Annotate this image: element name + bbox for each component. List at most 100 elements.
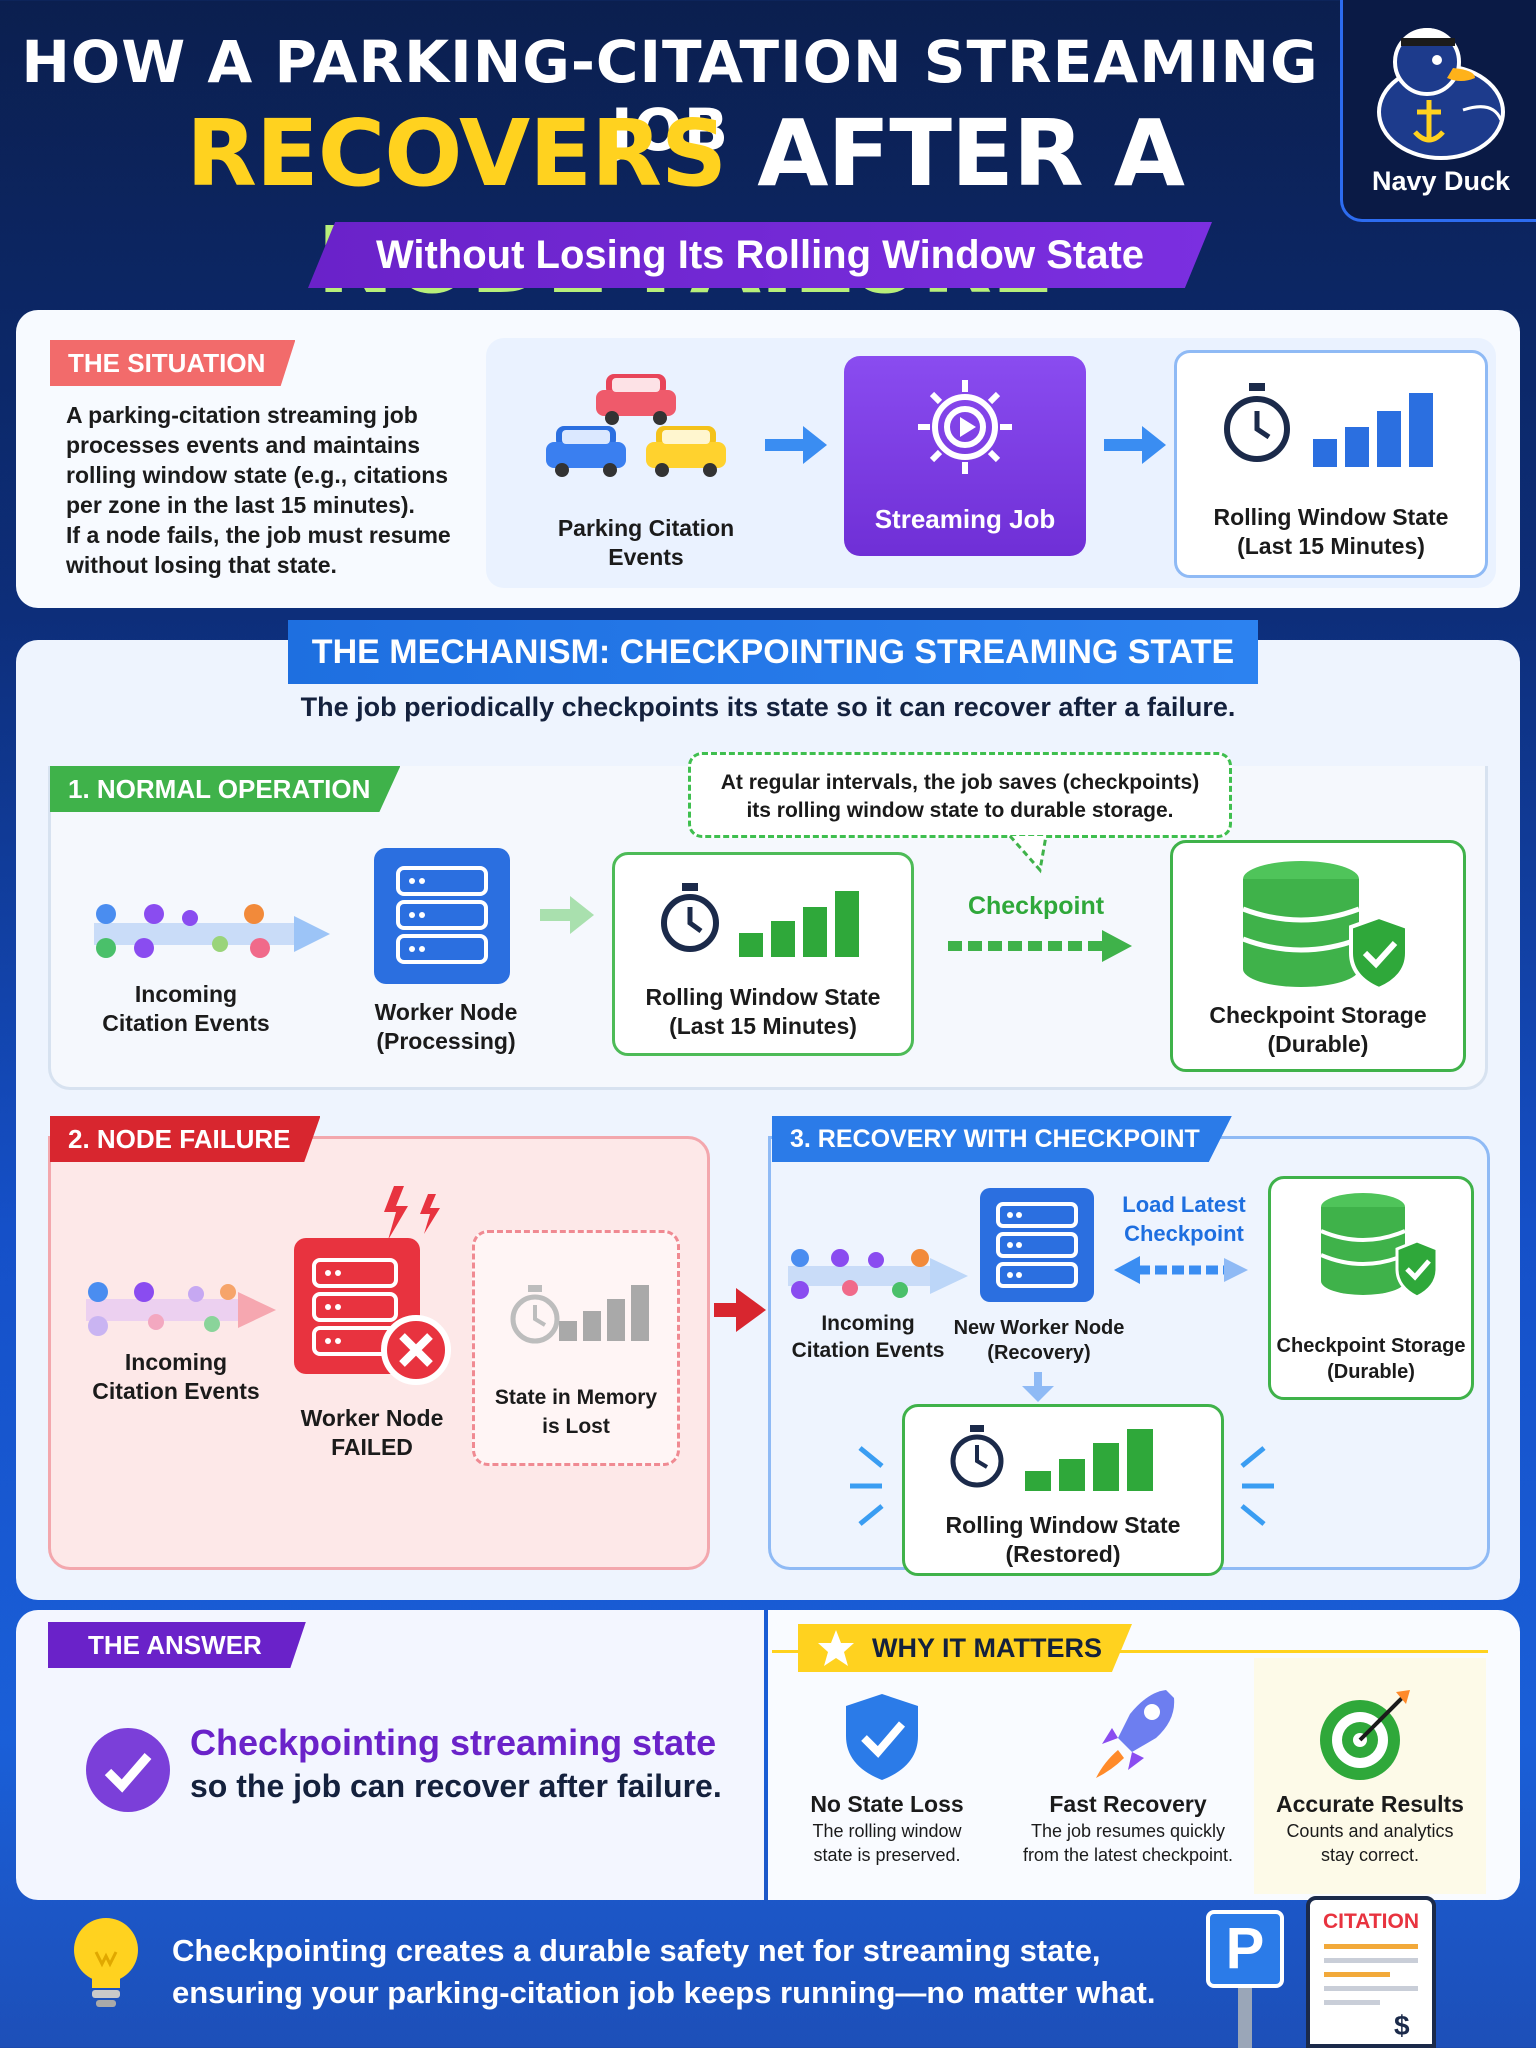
recovery-worker-label: New Worker Node (Recovery) bbox=[944, 1316, 1134, 1366]
parking-sign-face: P bbox=[1206, 1910, 1284, 1988]
why-item-3-desc-1: Counts and analytics bbox=[1286, 1821, 1454, 1841]
why-item-1: No State Loss The rolling window state i… bbox=[768, 1790, 1006, 1867]
why-item-2-desc-1: The job resumes quickly bbox=[1030, 1821, 1226, 1841]
checkpoint-label: Checkpoint bbox=[967, 892, 1105, 920]
parking-sign: P bbox=[1206, 1910, 1284, 2048]
recovery-worker-label-1: New Worker Node bbox=[953, 1317, 1125, 1339]
database-shield-icon bbox=[1320, 1193, 1439, 1299]
normal-incoming-label: Incoming Citation Events bbox=[86, 980, 286, 1038]
glow-lines-left-icon bbox=[850, 1446, 884, 1526]
rolling-window-label-1: Rolling Window State bbox=[1213, 504, 1449, 530]
faded-bar-chart-icon bbox=[559, 1285, 649, 1341]
restored-state-label: Rolling Window State (Restored) bbox=[905, 1511, 1221, 1569]
title-after-a: AFTER A bbox=[726, 100, 1185, 207]
situation-line-5: If a node fails, the job must resume bbox=[66, 522, 451, 548]
arrow-right-icon bbox=[1104, 426, 1166, 464]
normal-incoming-label-1: Incoming bbox=[134, 981, 238, 1007]
answer-line-1: Checkpointing streaming state bbox=[190, 1722, 717, 1763]
stopwatch-icon bbox=[1224, 383, 1290, 462]
answer-tag: THE ANSWER bbox=[48, 1622, 306, 1668]
why-tag-bg bbox=[798, 1624, 1132, 1672]
failure-incoming-label: Incoming Citation Events bbox=[76, 1348, 276, 1406]
rolling-window-box: Rolling Window State (Last 15 Minutes) bbox=[1174, 350, 1488, 578]
restored-state-label-2: (Restored) bbox=[1005, 1541, 1121, 1567]
failure-worker-label: Worker Node FAILED bbox=[272, 1404, 472, 1462]
normal-state-box: Rolling Window State (Last 15 Minutes) bbox=[612, 852, 914, 1056]
glow-lines-right-icon bbox=[1240, 1446, 1274, 1526]
load-checkpoint-label: Load Latest Checkpoint bbox=[1114, 1190, 1254, 1248]
normal-state-label-2: (Last 15 Minutes) bbox=[669, 1013, 857, 1039]
mechanism-panel: THE MECHANISM: CHECKPOINTING STREAMING S… bbox=[16, 620, 1520, 1600]
why-item-1-title: No State Loss bbox=[810, 1791, 964, 1817]
failure-incoming-label-1: Incoming bbox=[124, 1349, 228, 1375]
lightning-icon bbox=[384, 1186, 440, 1240]
normal-worker-label: Worker Node (Processing) bbox=[346, 998, 546, 1056]
why-underline bbox=[772, 1650, 1488, 1653]
ticket-title: CITATION bbox=[1322, 1910, 1420, 1933]
footer-text: Checkpointing creates a durable safety n… bbox=[172, 1930, 1172, 2014]
load-checkpoint-label-2: Checkpoint bbox=[1124, 1221, 1244, 1246]
restored-state-box: Rolling Window State (Restored) bbox=[902, 1404, 1224, 1576]
recovery-incoming-label: Incoming Citation Events bbox=[778, 1310, 958, 1364]
lightbulb-icon bbox=[74, 1918, 138, 2007]
stopwatch-icon bbox=[950, 1425, 1004, 1488]
checkpoint-arrow-icon bbox=[948, 930, 1132, 962]
failure-incoming-label-2: Citation Events bbox=[92, 1378, 260, 1404]
recovery-storage-label: Checkpoint Storage (Durable) bbox=[1271, 1333, 1471, 1385]
why-item-2: Fast Recovery The job resumes quickly fr… bbox=[1002, 1790, 1254, 1867]
answer-line-2: so the job can recover after failure. bbox=[190, 1768, 722, 1804]
footer-line-1: Checkpointing creates a durable safety n… bbox=[172, 1933, 1101, 1968]
load-checkpoint-label-1: Load Latest bbox=[1122, 1192, 1246, 1217]
why-item-2-desc-2: from the latest checkpoint. bbox=[1022, 1845, 1234, 1865]
arrow-down-icon bbox=[1022, 1372, 1054, 1402]
subtitle-banner: Without Losing Its Rolling Window State bbox=[308, 222, 1212, 288]
events-label-1: Parking Citation bbox=[557, 515, 735, 541]
footer-line-2: ensuring your parking-citation job keeps… bbox=[172, 1975, 1156, 2010]
recovery-incoming-label-1: Incoming bbox=[821, 1312, 915, 1335]
citation-ticket: CITATION $ bbox=[1306, 1896, 1436, 2048]
situation-panel: THE SITUATION A parking-citation streami… bbox=[16, 310, 1520, 608]
rolling-window-label: Rolling Window State (Last 15 Minutes) bbox=[1177, 503, 1485, 561]
situation-text: A parking-citation streaming job process… bbox=[66, 400, 486, 580]
recovery-tag: 3. RECOVERY WITH CHECKPOINT bbox=[772, 1116, 1232, 1162]
lost-state-label-1: State in Memory bbox=[494, 1386, 658, 1409]
ticket-lines bbox=[1324, 1944, 1418, 2005]
normal-operation-tag: 1. NORMAL OPERATION bbox=[50, 766, 401, 812]
server-icon bbox=[374, 848, 510, 984]
normal-state-label: Rolling Window State (Last 15 Minutes) bbox=[615, 983, 911, 1041]
bar-chart-icon bbox=[1313, 393, 1433, 467]
rolling-window-label-2: (Last 15 Minutes) bbox=[1237, 533, 1425, 559]
gear-play-icon bbox=[918, 380, 1012, 474]
event-dots-icon bbox=[94, 904, 330, 958]
normal-incoming-label-2: Citation Events bbox=[102, 1010, 270, 1036]
note-pointer bbox=[1008, 835, 1048, 874]
mechanism-intro: The job periodically checkpoints its sta… bbox=[300, 692, 1236, 722]
load-arrow-icon bbox=[1114, 1256, 1248, 1284]
streaming-job-label: Streaming Job bbox=[874, 504, 1056, 534]
parking-sign-pole bbox=[1238, 1988, 1252, 2048]
node-failure-tag: 2. NODE FAILURE bbox=[50, 1116, 321, 1162]
why-item-2-title: Fast Recovery bbox=[1049, 1791, 1207, 1817]
recovery-storage-box: Checkpoint Storage (Durable) bbox=[1268, 1176, 1474, 1400]
logo-text: Navy Duck bbox=[1371, 166, 1511, 196]
normal-storage-label-1: Checkpoint Storage bbox=[1209, 1002, 1427, 1028]
failure-worker-label-1: Worker Node bbox=[300, 1405, 444, 1431]
ticket-dollar: $ bbox=[1394, 2010, 1410, 2041]
checkpoint-note-2: its rolling window state to durable stor… bbox=[746, 799, 1174, 822]
why-item-1-desc-1: The rolling window bbox=[812, 1821, 962, 1841]
situation-tag: THE SITUATION bbox=[50, 340, 296, 386]
recovery-storage-label-1: Checkpoint Storage bbox=[1276, 1335, 1466, 1357]
why-item-3: Accurate Results Counts and analytics st… bbox=[1256, 1790, 1484, 1867]
recovery-worker-label-2: (Recovery) bbox=[987, 1342, 1091, 1364]
failed-server-icon bbox=[294, 1238, 451, 1385]
failure-worker-label-2: FAILED bbox=[331, 1434, 413, 1460]
title-recovers: RECOVERS bbox=[186, 100, 727, 207]
restored-state-label-1: Rolling Window State bbox=[945, 1512, 1181, 1538]
title-line-1: HOW A PARKING-CITATION STREAMING JOB bbox=[21, 28, 1319, 164]
why-item-3-title: Accurate Results bbox=[1276, 1791, 1464, 1817]
new-server-icon bbox=[980, 1188, 1094, 1302]
logo: Navy Duck bbox=[1340, 0, 1536, 222]
why-item-1-desc-2: state is preserved. bbox=[813, 1845, 961, 1865]
lost-state-label: State in Memory is Lost bbox=[475, 1383, 677, 1441]
situation-line-4: per zone in the last 15 minutes). bbox=[66, 492, 415, 518]
